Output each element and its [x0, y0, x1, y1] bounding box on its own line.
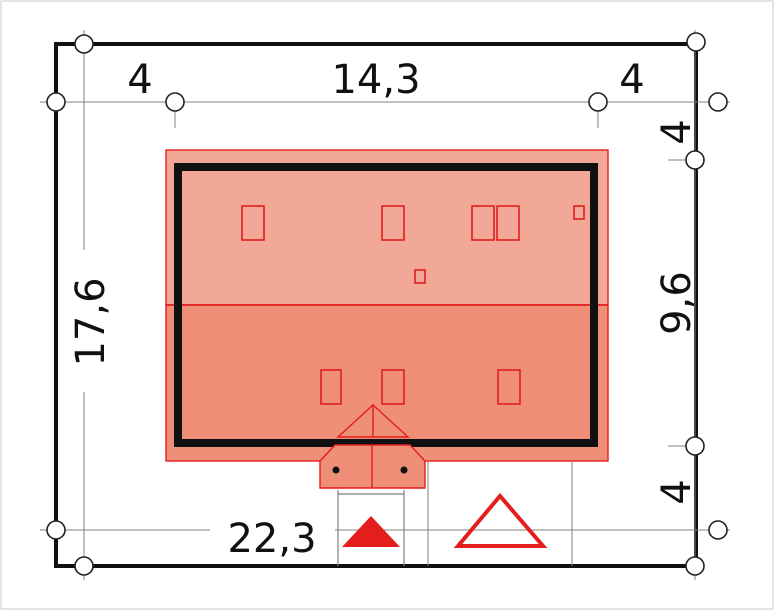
- node-circle-icon: [685, 556, 705, 576]
- node-circle-icon: [74, 34, 94, 54]
- dimension-lines: [40, 30, 730, 580]
- plot-boundary: [54, 42, 698, 568]
- skylight: [497, 369, 521, 405]
- north-triangle-icon: [453, 492, 548, 548]
- node-circle-icon: [46, 520, 66, 540]
- driveway: [337, 490, 405, 566]
- node-circle-icon: [686, 32, 706, 52]
- chimney: [414, 269, 426, 284]
- building-walls: [174, 163, 598, 447]
- porch-post: [400, 466, 408, 474]
- building: [165, 149, 609, 489]
- node-circle-icon: [588, 92, 608, 112]
- node-circle-icon: [685, 150, 705, 170]
- dim-right-middle: 9,6: [654, 271, 700, 335]
- dim-left: 17,6: [68, 277, 114, 366]
- skylight: [381, 205, 405, 241]
- skylight: [381, 369, 405, 405]
- dim-bottom: 22,3: [227, 516, 316, 562]
- node-circle-icon: [46, 92, 66, 112]
- porch-post: [332, 466, 340, 474]
- skylight: [496, 205, 520, 241]
- dim-top-right: 4: [619, 57, 644, 103]
- node-circle-icon: [708, 520, 728, 540]
- dim-right-bottom: 4: [654, 479, 700, 504]
- skylight: [320, 369, 342, 405]
- roof-upper-slope: [165, 149, 609, 306]
- dim-top-center: 14,3: [331, 57, 420, 103]
- dimension-nodes: [46, 32, 728, 576]
- skylight: [471, 205, 495, 241]
- entrance-triangle-icon: [342, 516, 400, 547]
- node-circle-icon: [74, 556, 94, 576]
- node-circle-icon: [165, 92, 185, 112]
- node-circle-icon: [708, 92, 728, 112]
- skylight: [241, 205, 265, 241]
- dim-right-top: 4: [654, 119, 700, 144]
- node-circle-icon: [685, 436, 705, 456]
- vent: [573, 205, 585, 220]
- dim-top-left: 4: [127, 57, 152, 103]
